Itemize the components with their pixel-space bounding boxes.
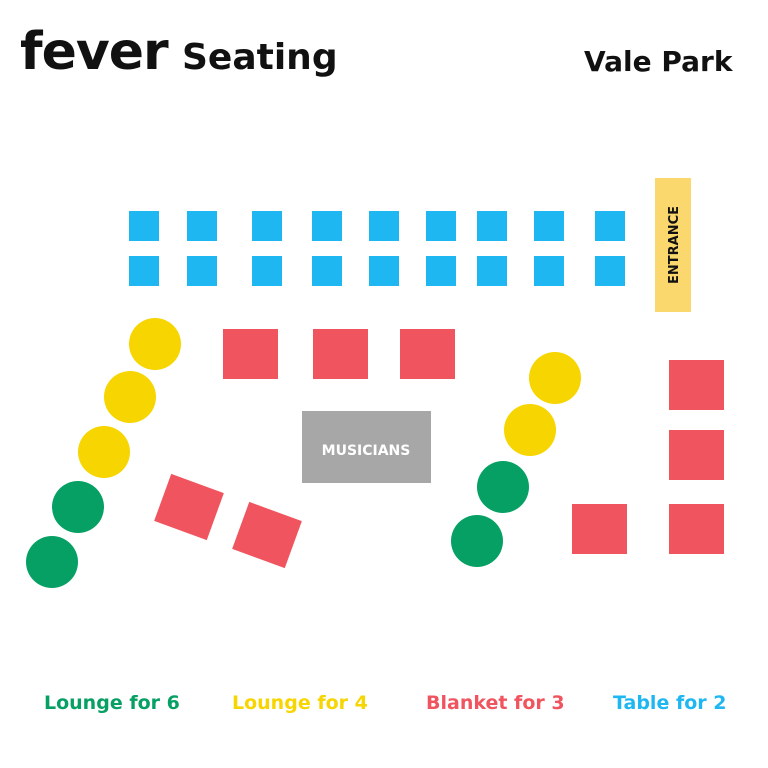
table-for-2 bbox=[477, 256, 507, 286]
musicians-label: MUSICIANS bbox=[322, 443, 411, 459]
blanket-for-3 bbox=[154, 473, 224, 541]
table-for-2 bbox=[187, 256, 217, 286]
musicians-stage: MUSICIANS bbox=[302, 411, 431, 483]
table-for-2 bbox=[595, 256, 625, 286]
lounge-for-4 bbox=[129, 318, 181, 370]
table-for-2 bbox=[595, 211, 625, 241]
lounge-for-4 bbox=[529, 352, 581, 404]
legend-lounge-for-4: Lounge for 4 bbox=[232, 692, 368, 714]
table-for-2 bbox=[312, 211, 342, 241]
lounge-for-6 bbox=[451, 515, 503, 567]
table-for-2 bbox=[426, 256, 456, 286]
lounge-for-6 bbox=[52, 481, 104, 533]
blanket-for-3 bbox=[669, 504, 724, 554]
venue-name: Vale Park bbox=[584, 45, 733, 78]
table-for-2 bbox=[252, 256, 282, 286]
lounge-for-4 bbox=[78, 426, 130, 478]
blanket-for-3 bbox=[232, 501, 302, 569]
blankets-for-3-group bbox=[154, 329, 724, 569]
entrance: ENTRANCE bbox=[655, 178, 691, 312]
tables-for-2-group bbox=[129, 211, 625, 286]
table-for-2 bbox=[312, 256, 342, 286]
legend-blanket-for-3: Blanket for 3 bbox=[426, 692, 565, 714]
lounge-for-6 bbox=[477, 461, 529, 513]
table-for-2 bbox=[534, 256, 564, 286]
table-for-2 bbox=[426, 211, 456, 241]
table-for-2 bbox=[129, 256, 159, 286]
page-title: Seating bbox=[182, 37, 338, 78]
table-for-2 bbox=[252, 211, 282, 241]
table-for-2 bbox=[187, 211, 217, 241]
entrance-marker bbox=[655, 178, 691, 312]
table-for-2 bbox=[369, 256, 399, 286]
lounge-for-4 bbox=[104, 371, 156, 423]
fever-logo: fever bbox=[20, 22, 169, 82]
blanket-for-3 bbox=[400, 329, 455, 379]
table-for-2 bbox=[369, 211, 399, 241]
entrance-label: ENTRANCE bbox=[667, 206, 682, 284]
blanket-for-3 bbox=[313, 329, 368, 379]
legend-lounge-for-6: Lounge for 6 bbox=[44, 692, 180, 714]
table-for-2 bbox=[534, 211, 564, 241]
table-for-2 bbox=[477, 211, 507, 241]
legend-table-for-2: Table for 2 bbox=[613, 692, 727, 714]
blanket-for-3 bbox=[572, 504, 627, 554]
lounge-for-6 bbox=[26, 536, 78, 588]
blanket-for-3 bbox=[669, 430, 724, 480]
lounges-group bbox=[26, 318, 581, 588]
blanket-for-3 bbox=[223, 329, 278, 379]
blanket-for-3 bbox=[669, 360, 724, 410]
musicians-area bbox=[302, 411, 431, 483]
table-for-2 bbox=[129, 211, 159, 241]
lounge-for-4 bbox=[504, 404, 556, 456]
